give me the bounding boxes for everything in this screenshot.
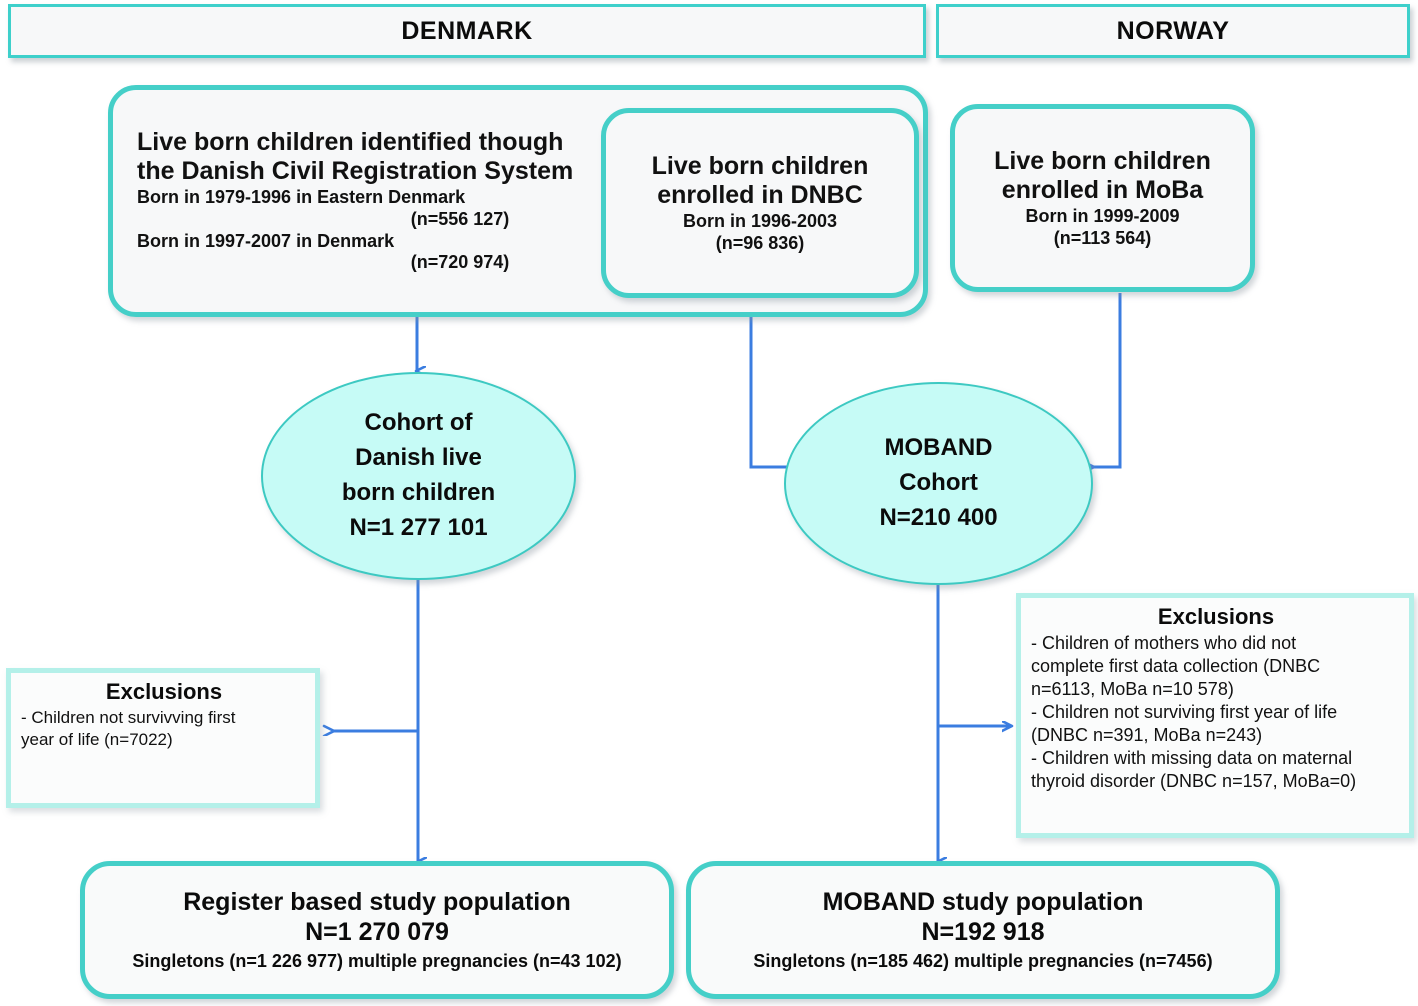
danish-registry-sub-line4: (n=720 974) [410, 252, 510, 273]
header-denmark-label: DENMARK [401, 16, 533, 45]
register-population-title: Register based study population [183, 887, 571, 916]
exclusions-right-line-2: n=6113, MoBa n=10 578) [1031, 679, 1234, 700]
ellipse-danish-cohort: Cohort of Danish live born children N=1 … [261, 372, 576, 580]
danish-registry-sub-line3: Born in 1997-2007 in Denmark [137, 230, 395, 251]
moband-cohort-line1: MOBAND [884, 434, 993, 462]
result-box-register-population: Register based study population N=1 270 … [80, 861, 674, 999]
moba-sub-line2: (n=113 564) [1053, 227, 1152, 248]
exclusions-right-line-5: - Children with missing data on maternal [1031, 748, 1353, 769]
exclusions-right-line-6: thyroid disorder (DNBC n=157, MoBa=0) [1031, 771, 1357, 792]
danish-cohort-line1: Cohort of [364, 409, 473, 437]
exclusions-right-line-0: - Children of mothers who did not [1031, 633, 1297, 653]
moband-population-detail: Singletons (n=185 462) multiple pregnanc… [753, 950, 1213, 971]
moband-population-title: MOBAND study population [822, 887, 1144, 916]
moba-title-line1: Live born children [994, 146, 1211, 175]
exclusions-box-right: Exclusions - Children of mothers who did… [1016, 593, 1414, 838]
moba-sub-line1: Born in 1999-2009 [1025, 205, 1180, 226]
danish-registry-title-line2: the Danish Civil Registration System [137, 157, 574, 186]
exclusions-right-line-4: (DNBC n=391, MoBa n=243) [1031, 725, 1263, 746]
danish-registry-sub-line2: (n=556 127) [410, 208, 510, 229]
dnbc-title-line1: Live born children [651, 151, 869, 180]
danish-registry-title-line1: Live born children identified though [137, 127, 564, 156]
ellipse-moband-cohort: MOBAND Cohort N=210 400 [784, 382, 1093, 585]
source-box-dnbc: Live born children enrolled in DNBC Born… [601, 108, 919, 298]
result-box-moband-population: MOBAND study population N=192 918 Single… [686, 861, 1280, 999]
register-population-total: N=1 270 079 [305, 917, 449, 946]
exclusions-right-line-3: - Children not surviving first year of l… [1031, 702, 1338, 723]
source-box-moba: Live born children enrolled in MoBa Born… [950, 104, 1255, 292]
exclusions-box-left: Exclusions - Children not survivving fir… [6, 668, 320, 808]
register-population-detail: Singletons (n=1 226 977) multiple pregna… [132, 950, 622, 971]
moba-title-line2: enrolled in MoBa [1001, 176, 1204, 205]
exclusions-left-line-0: - Children not survivving first [21, 708, 236, 727]
exclusions-right-line-1: complete first data collection (DNBC [1031, 656, 1321, 677]
danish-cohort-total: N=1 277 101 [349, 513, 488, 541]
exclusions-left-line-1: year of life (n=7022) [21, 730, 173, 750]
moband-cohort-total: N=210 400 [879, 503, 998, 531]
danish-registry-sub-line1: Born in 1979-1996 in Eastern Denmark [137, 186, 466, 207]
header-norway: NORWAY [936, 4, 1410, 58]
moband-population-total: N=192 918 [921, 917, 1045, 946]
exclusions-right-title: Exclusions [1157, 604, 1275, 629]
danish-cohort-line3: born children [341, 479, 496, 506]
danish-cohort-line2: Danish live [355, 444, 482, 472]
dnbc-title-line2: enrolled in DNBC [657, 181, 863, 210]
dnbc-sub-line2: (n=96 836) [715, 232, 805, 253]
exclusions-left-title: Exclusions [105, 679, 223, 704]
header-denmark: DENMARK [8, 4, 926, 58]
dnbc-sub-line1: Born in 1996-2003 [682, 210, 838, 231]
arrow-moba-to-moband [1093, 293, 1122, 467]
header-norway-label: NORWAY [1116, 16, 1230, 45]
moband-cohort-line2: Cohort [899, 469, 978, 497]
